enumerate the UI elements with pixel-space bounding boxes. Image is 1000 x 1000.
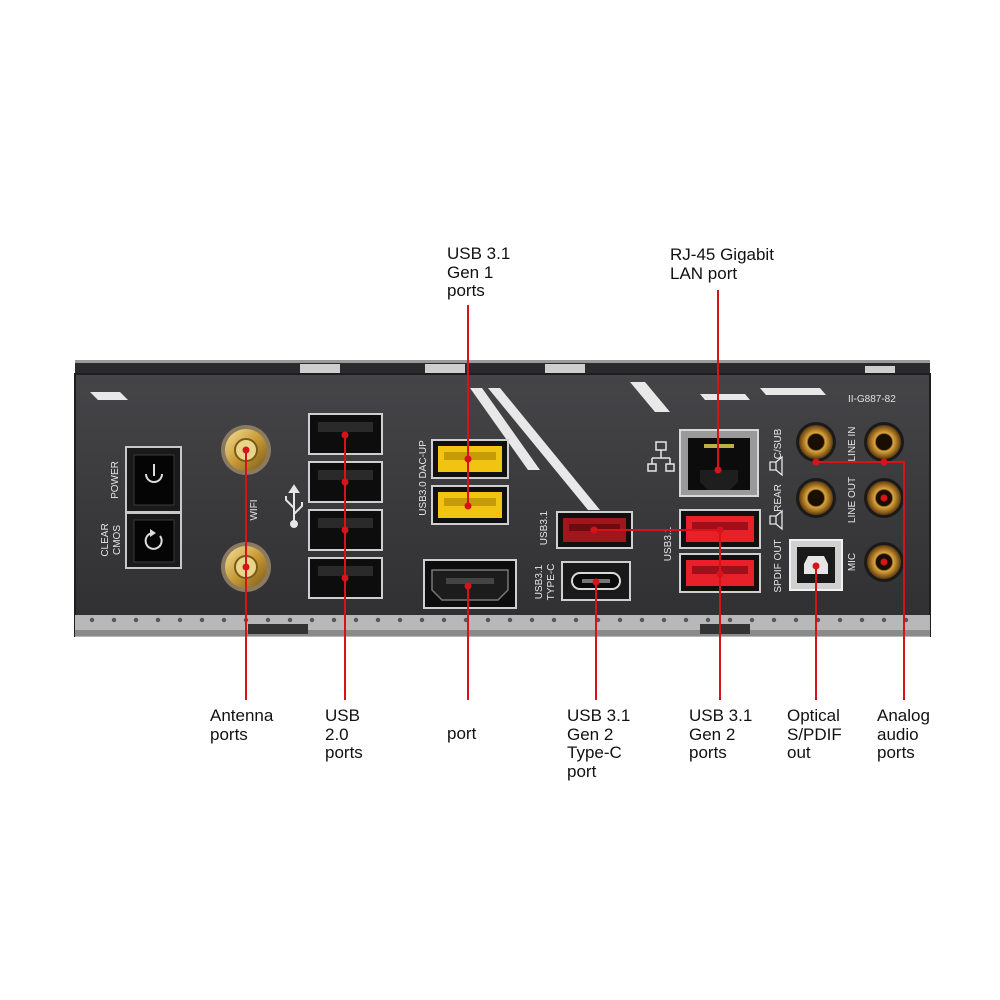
audio-label-mic: MIC (847, 553, 858, 571)
rail-stud (749, 617, 755, 623)
callout-line: port (567, 761, 597, 781)
audio-jack-line-in[interactable] (864, 422, 904, 462)
callout-line: LAN port (670, 263, 738, 283)
clear-cmos-label-line1: CLEAR (100, 523, 111, 556)
power-button[interactable] (125, 446, 182, 513)
callout-port: port (447, 724, 477, 744)
rail-stud (309, 617, 315, 623)
audio-label-line-in: LINE IN (847, 426, 858, 461)
rail-stud (199, 617, 205, 623)
rail-stud (177, 617, 183, 623)
audio-jack-rear[interactable] (796, 478, 836, 518)
callout-usb31-gen2: USB 3.1 Gen 2 ports (689, 706, 753, 763)
callout-antenna: Antenna ports (210, 706, 274, 744)
callout-line: S/PDIF (787, 724, 842, 744)
rail-stud (837, 617, 843, 623)
callout-line: Antenna (210, 706, 274, 725)
rail-stud (881, 617, 887, 623)
clear-cmos-label-line2: CMOS (112, 525, 123, 555)
callout-line: USB 3.1 (567, 706, 631, 725)
power-icon (145, 464, 163, 483)
wifi-label: WIFI (249, 499, 260, 520)
audio-label-line-out: LINE OUT (847, 477, 858, 523)
callout-analog: Analog audio ports (877, 706, 930, 763)
callout-line: ports (877, 743, 915, 762)
callout-usb20: USB 2.0 ports (325, 706, 363, 763)
audio-label-csub: C/SUB (773, 428, 784, 459)
callout-line: audio (877, 724, 919, 744)
callout-line: Gen 2 (567, 724, 614, 744)
rail-stud (551, 617, 557, 623)
rail-stud (89, 617, 95, 623)
rail-stud (573, 617, 579, 623)
rail-stud (705, 617, 711, 623)
rail-stud (683, 617, 689, 623)
callout-line: USB (325, 706, 360, 725)
rail-stud (793, 617, 799, 623)
rail-stud (111, 617, 117, 623)
rail-stud (287, 617, 293, 623)
leader-dots (242, 431, 888, 590)
audio-label-rear: REAR (773, 484, 784, 512)
rail-stud (221, 617, 227, 623)
callout-line: ports (210, 724, 248, 744)
rail-stud (485, 617, 491, 623)
callout-line: out (787, 743, 811, 762)
typec-label-line2: TYPE-C (546, 564, 557, 601)
speaker-icon-rear (769, 509, 783, 531)
usb31-right-label: USB3.1 (663, 526, 674, 561)
rail-stud (353, 617, 359, 623)
usb31-left-label: USB3.1 (539, 510, 550, 545)
rail-stud (265, 617, 271, 623)
callout-line: RJ-45 Gigabit (670, 245, 774, 264)
rail-stud (727, 617, 733, 623)
audio-jack-csub[interactable] (796, 422, 836, 462)
rail-stud (397, 617, 403, 623)
rail-stud (133, 617, 139, 623)
callout-line: USB 3.1 (689, 706, 753, 725)
reset-icon (144, 529, 163, 550)
rail-stud (661, 617, 667, 623)
callout-line: Optical (787, 706, 840, 725)
bottom-rail-studs (89, 617, 909, 623)
power-button-label: POWER (110, 461, 121, 499)
callout-line: Analog (877, 706, 930, 725)
rail-stud (771, 617, 777, 623)
speaker-icon-csub (769, 455, 783, 477)
callout-line: Gen 1 (447, 262, 494, 282)
callout-line: ports (689, 743, 727, 762)
callout-usb31-gen2-typec: USB 3.1 Gen 2 Type-C port (567, 706, 631, 781)
panel-decor-stripes (90, 382, 826, 510)
usb30-dac-up-label: USB3.0 DAC-UP (418, 440, 429, 516)
rail-stud (507, 617, 513, 623)
usb-icon (285, 484, 303, 528)
callout-rj45: RJ-45 Gigabit LAN port (670, 245, 774, 283)
callout-line: port (447, 724, 477, 743)
rail-stud (419, 617, 425, 623)
rail-stud (529, 617, 535, 623)
rail-stud (155, 617, 161, 623)
rail-stud (617, 617, 623, 623)
rail-stud (331, 617, 337, 623)
typec-label-line1: USB3.1 (534, 564, 545, 599)
callout-line: Type-C (567, 743, 622, 762)
callout-line: 2.0 (325, 724, 349, 744)
spdif-out-label: SPDIF OUT (773, 539, 784, 592)
callout-line: USB 3.1 (447, 244, 511, 263)
rail-stud (375, 617, 381, 623)
callout-line: Gen 2 (689, 724, 736, 744)
part-code-label: II-G887-82 (848, 394, 896, 405)
callout-optical: Optical S/PDIF out (787, 706, 842, 763)
rail-stud (639, 617, 645, 623)
network-icon (647, 441, 675, 472)
clear-cmos-button[interactable] (125, 512, 182, 569)
rail-stud (441, 617, 447, 623)
rail-stud (859, 617, 865, 623)
callout-line: ports (447, 281, 485, 300)
callout-usb31-gen1: USB 3.1 Gen 1 ports (447, 244, 511, 301)
callout-line: ports (325, 743, 363, 762)
